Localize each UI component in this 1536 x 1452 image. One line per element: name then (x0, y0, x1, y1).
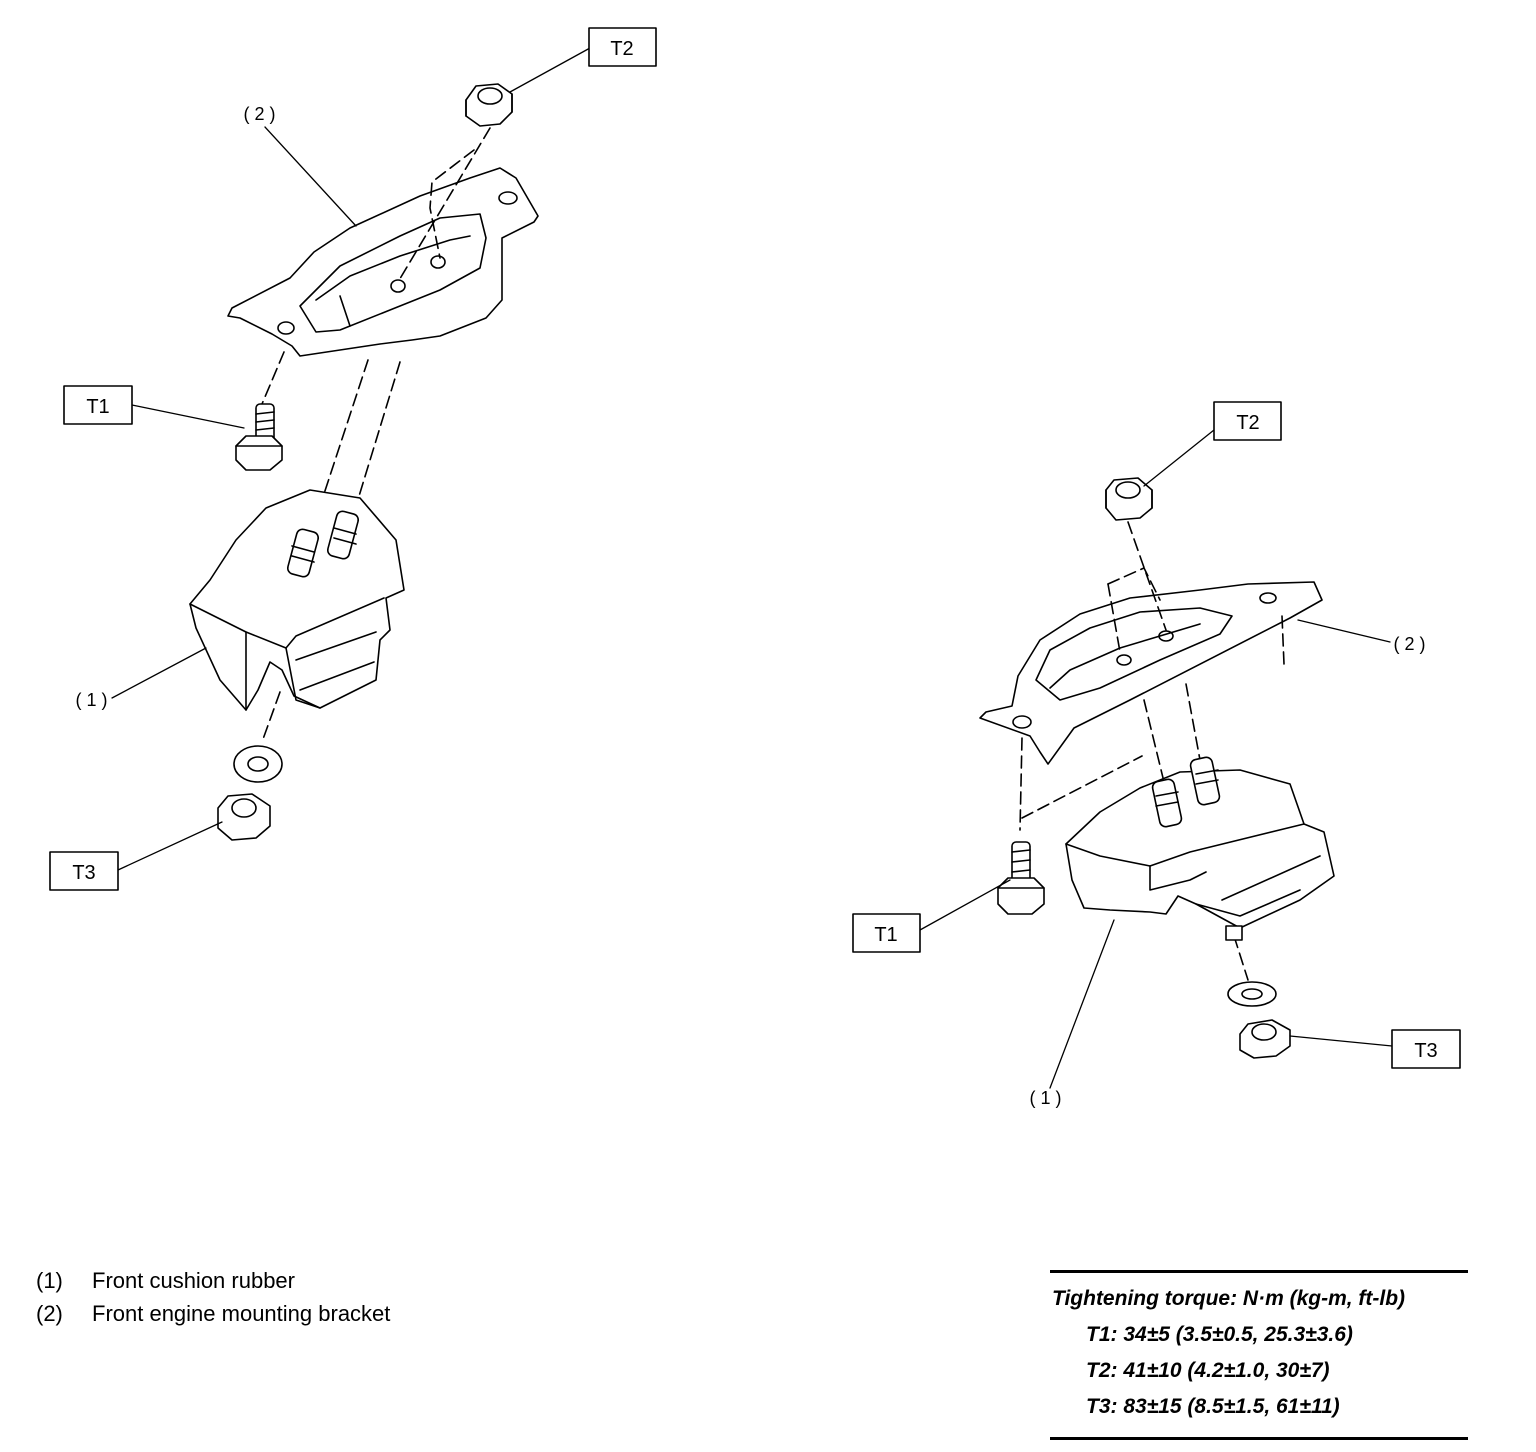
left-part-2-label: (2) (244, 104, 281, 124)
right-t2-callout: T2 (1236, 412, 1259, 434)
legend-number: (1) (36, 1268, 63, 1293)
left-t2-nut (465, 83, 513, 127)
torque-line-t2: T2: 41±10 (4.2±1.0, 30±7) (1086, 1359, 1330, 1382)
right-t3-callout: T3 (1414, 1040, 1437, 1062)
right-t3-callout-box (1391, 1029, 1461, 1069)
legend-text: Front engine mounting bracket (92, 1301, 391, 1326)
right-assembly (852, 401, 1461, 1089)
legend-item: (1) Front cushion rubber (36, 1264, 390, 1297)
right-cushion-rubber (1065, 756, 1335, 941)
right-t1-bolt (997, 841, 1045, 915)
right-t3-nut (1239, 1019, 1291, 1059)
left-t2-callout-box (588, 27, 657, 67)
right-t1-callout-box (852, 913, 921, 953)
right-alignment-lines (1019, 521, 1285, 981)
right-t2-nut (1105, 477, 1153, 521)
right-part-1-label: (1) (1030, 1088, 1067, 1108)
left-bracket (227, 167, 539, 357)
legend-text: Front cushion rubber (92, 1268, 295, 1293)
torque-line-t1: T1: 34±5 (3.5±0.5, 25.3±3.6) (1086, 1323, 1353, 1346)
left-t3-nut (217, 793, 271, 841)
right-washer (1227, 981, 1277, 1007)
left-t3-callout-box (49, 851, 119, 891)
left-leaders (111, 47, 591, 871)
right-t2-callout-box (1213, 401, 1282, 441)
right-t1-callout: T1 (874, 924, 897, 946)
torque-heading: Tightening torque: N·m (kg-m, ft-lb) (1052, 1287, 1406, 1310)
left-cushion-rubber (189, 489, 405, 711)
left-t1-bolt (235, 403, 283, 471)
right-part-2-label: (2) (1394, 634, 1431, 654)
left-t3-callout: T3 (72, 862, 95, 884)
torque-spec-table: Tightening torque: N·m (kg-m, ft-lb) T1:… (1050, 1270, 1468, 1440)
left-assembly (49, 27, 657, 891)
left-t2-callout: T2 (610, 38, 633, 60)
legend-item: (2) Front engine mounting bracket (36, 1297, 390, 1330)
left-t1-callout-box (63, 385, 133, 425)
right-bracket (979, 581, 1323, 765)
parts-legend: (1) Front cushion rubber (2) Front engin… (36, 1264, 390, 1330)
left-washer (233, 745, 283, 783)
left-t1-callout: T1 (86, 396, 109, 418)
legend-number: (2) (36, 1301, 63, 1326)
torque-line-t3: T3: 83±15 (8.5±1.5, 61±11) (1086, 1395, 1340, 1418)
left-part-1-label: (1) (76, 690, 113, 710)
left-alignment-lines (261, 127, 491, 743)
right-leaders (919, 429, 1393, 1089)
